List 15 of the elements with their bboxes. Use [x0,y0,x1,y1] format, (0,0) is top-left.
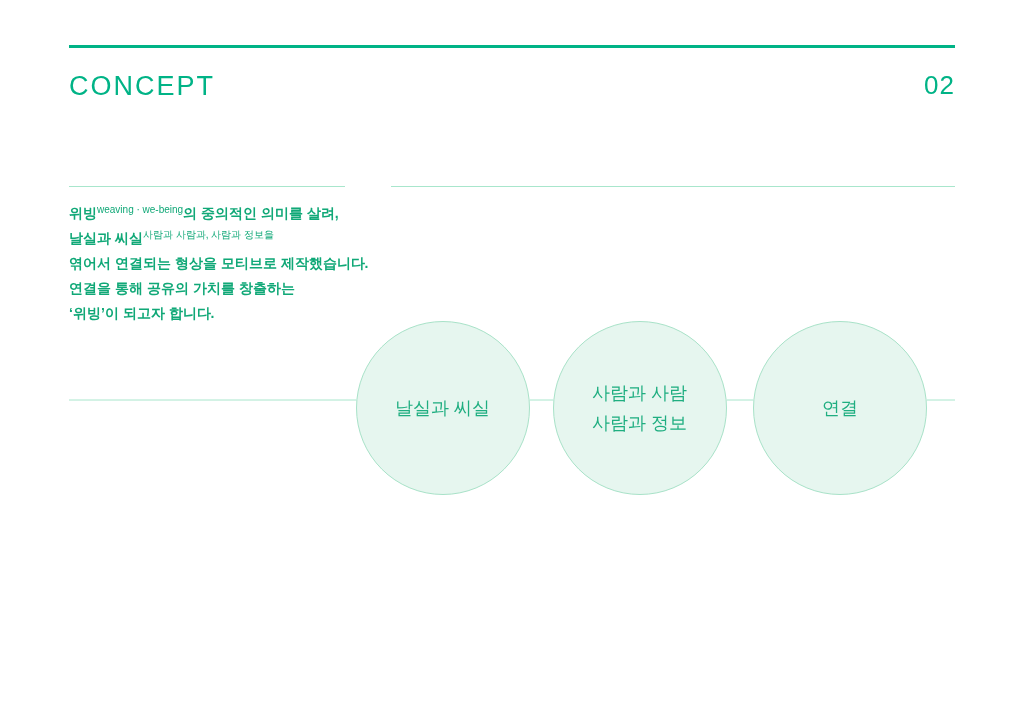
connector-line [726,399,754,401]
body-text: 연결을 통해 공유의 가치를 창출하는 [69,279,296,298]
page-title: CONCEPT [69,70,215,103]
connector-line [68,399,357,401]
connector-line [529,399,554,401]
body-text: 날실과 씨실$^{사람과 사람과, 사람과 정보을}$ [69,228,275,248]
body-text: 위빙$^{weaving · we-being}$의 중의적인 의미를 살려, [69,203,340,223]
page-number: 02 [924,69,955,102]
circle-label: 사람과 사람 [592,382,688,405]
circle-label: 날실과 씨실 [395,397,491,420]
circle-label: 사람과 정보 [592,412,688,435]
circle-label: 연결 [822,397,858,420]
body-text: 엮어서 연결되는 형상을 모티브로 제작했습니다. [69,254,369,273]
body-text: ‘위빙’이 되고자 합니다. [69,304,216,323]
connector-line [926,399,956,401]
